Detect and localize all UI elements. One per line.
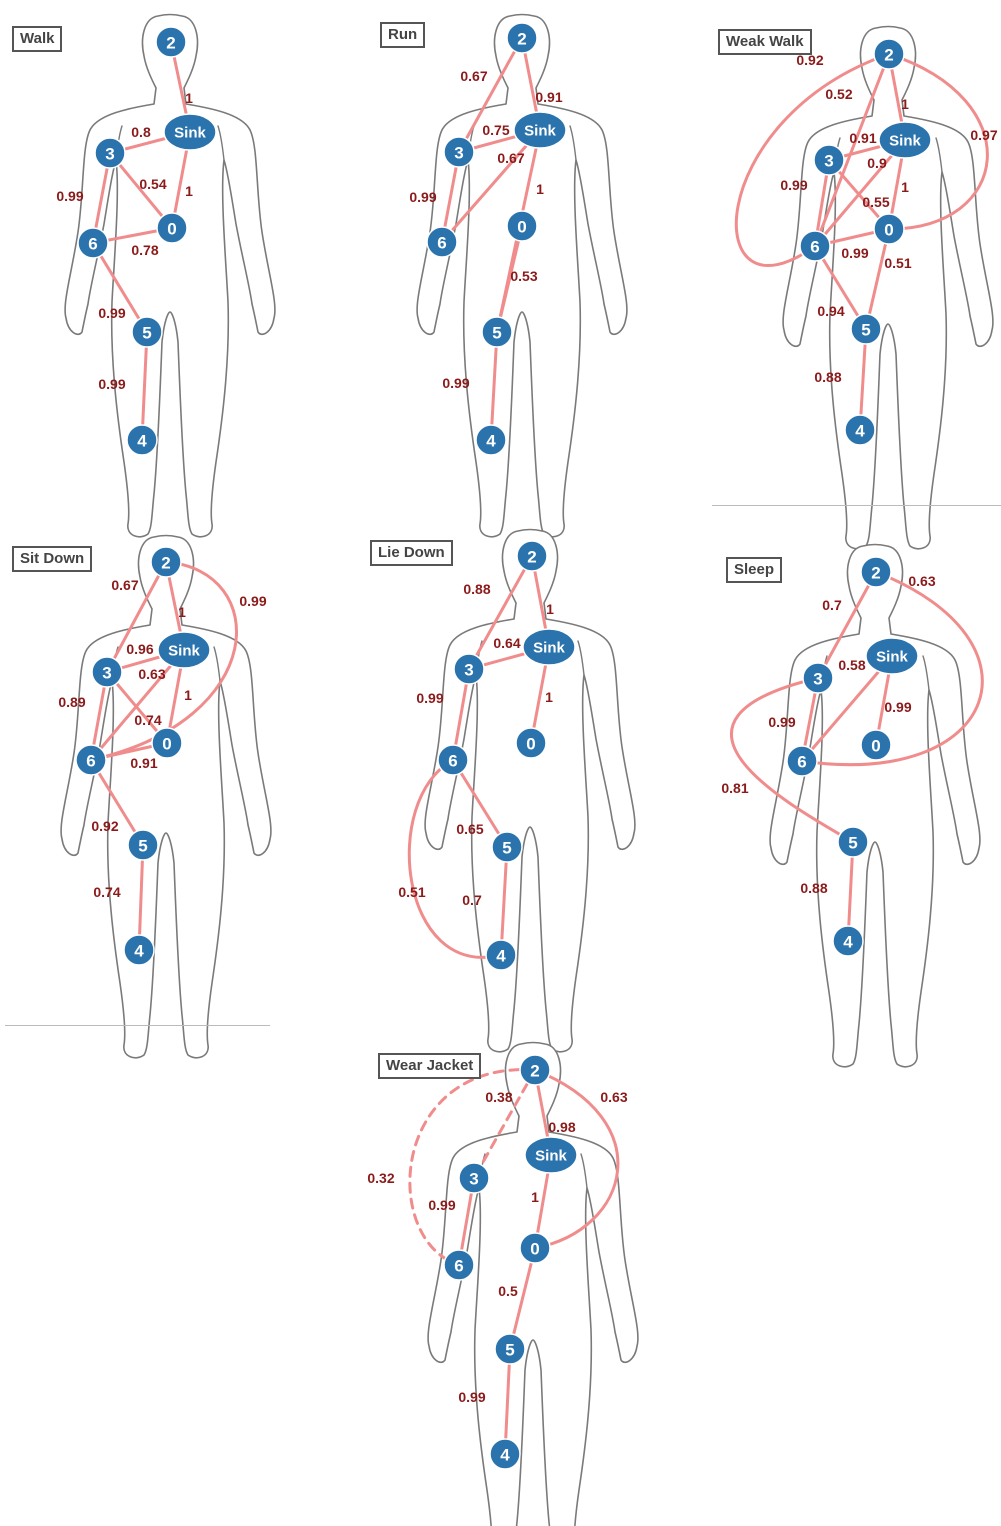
edge-weight-label: 1 <box>531 1189 539 1205</box>
edge-weight-label: 0.63 <box>600 1089 627 1105</box>
node-sink: Sink <box>525 1137 577 1173</box>
edge-weight-label: 0.32 <box>367 1170 394 1186</box>
node-label: 6 <box>454 1257 463 1276</box>
node-label: Sink <box>535 1148 567 1165</box>
node-label: 5 <box>505 1341 514 1360</box>
panel-divider <box>5 1025 270 1026</box>
node-6: 6 <box>444 1250 474 1280</box>
human-silhouette <box>428 1043 638 1526</box>
edge-weight-label: 0.99 <box>428 1197 455 1213</box>
node-label: 3 <box>469 1170 478 1189</box>
node-label: 4 <box>500 1446 510 1465</box>
edge-weight-label: 0.5 <box>498 1283 518 1299</box>
edge-weight-label: 0.99 <box>458 1389 485 1405</box>
node-3: 3 <box>459 1163 489 1193</box>
edge-weight-label: 0.38 <box>485 1089 512 1105</box>
node-2: 2 <box>520 1055 550 1085</box>
panel-title: Wear Jacket <box>378 1053 481 1079</box>
node-5: 5 <box>495 1334 525 1364</box>
node-0: 0 <box>520 1233 550 1263</box>
node-label: 0 <box>530 1240 539 1259</box>
node-4: 4 <box>490 1439 520 1469</box>
edge-weight-label: 0.98 <box>548 1119 575 1135</box>
panel-divider <box>712 505 1001 506</box>
node-label: 2 <box>530 1062 539 1081</box>
